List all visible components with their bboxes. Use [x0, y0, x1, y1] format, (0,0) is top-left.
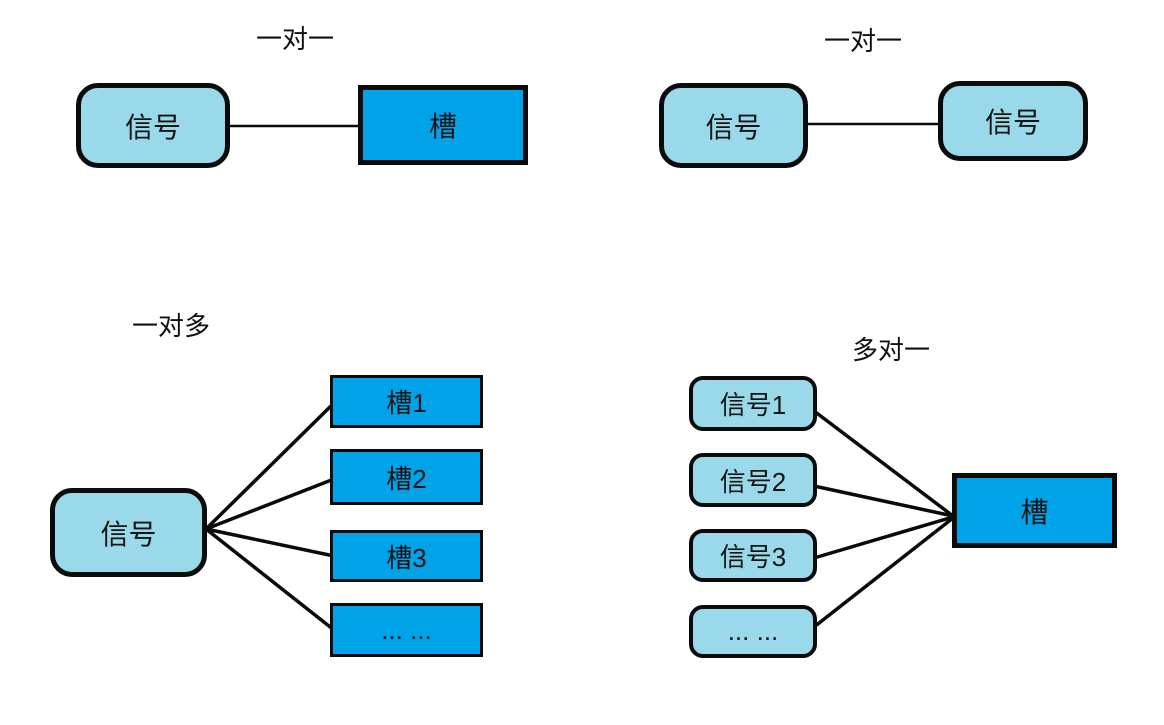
signal-node: 信号 — [659, 83, 808, 168]
signal-node: 信号 — [50, 488, 207, 577]
signal-node-ellipsis: ... ... — [689, 605, 817, 658]
group-title-one-to-one-slot: 一对一 — [255, 24, 335, 54]
slot-node-ellipsis: ... ... — [330, 603, 483, 657]
slot-node-2: 槽2 — [330, 449, 483, 505]
signal-node: 信号 — [938, 81, 1088, 161]
slot-node-label: 槽2 — [386, 463, 427, 494]
slot-node-label: ... ... — [381, 614, 432, 645]
slot-node-label: 槽 — [428, 111, 457, 142]
group-title-many-to-one: 多对一 — [851, 335, 931, 365]
signal-node-label: 信号 — [124, 111, 181, 143]
slot-node-1: 槽1 — [330, 375, 483, 428]
connector-signal2-to-slot — [813, 484, 954, 518]
signal-node-label: 信号3 — [719, 542, 787, 572]
slot-node-label: 槽3 — [386, 542, 427, 573]
slot-node-label: 槽 — [1020, 496, 1049, 528]
signal-node-label: ... ... — [727, 616, 779, 646]
signal-node-3: 信号3 — [689, 529, 817, 582]
connector-signal-to-slot2 — [205, 477, 335, 531]
slot-node-3: 槽3 — [330, 530, 483, 582]
connector-signal-etc-to-slot — [812, 516, 955, 629]
connector-signal3-to-slot — [813, 515, 954, 560]
signal-node-label: 信号 — [100, 518, 157, 550]
slot-node: 槽 — [952, 473, 1117, 548]
signal-node-label: 信号 — [705, 111, 762, 143]
signal-node-label: 信号1 — [719, 390, 787, 420]
connector-signal-to-slot1 — [204, 401, 336, 531]
connector-signal-to-slot-etc — [204, 527, 336, 632]
slot-node-label: 槽1 — [386, 388, 427, 418]
signal-node: 信号 — [76, 83, 230, 168]
connector-signal1-to-slot — [812, 409, 955, 518]
signal-node-label: 信号2 — [719, 466, 787, 497]
slot-node: 槽 — [358, 85, 528, 165]
signal-node-2: 信号2 — [689, 453, 817, 507]
group-title-one-to-many: 一对多 — [131, 311, 211, 341]
group-title-one-to-one-signal: 一对一 — [823, 26, 903, 56]
signal-node-label: 信号 — [984, 107, 1041, 138]
signal-node-1: 信号1 — [689, 376, 817, 431]
connector-signal-to-slot3 — [205, 527, 335, 558]
